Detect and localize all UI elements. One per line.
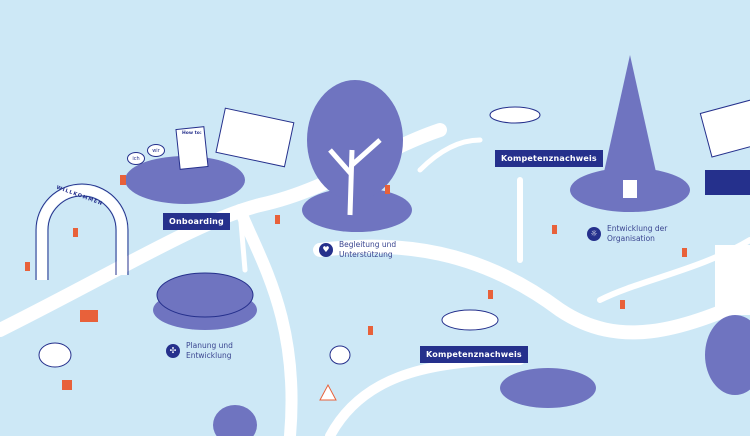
bottom-tree	[213, 405, 257, 436]
pine-tree	[600, 55, 660, 198]
caption-line: Begleitung und	[339, 240, 397, 249]
speech-bubble	[329, 345, 351, 365]
speech-bubble	[38, 342, 72, 368]
speech-bubble-ich: ich	[127, 152, 145, 165]
compass-icon: ✣	[166, 344, 180, 358]
welcome-arch	[37, 185, 127, 280]
mid-platform	[441, 309, 499, 331]
onboarding-ground	[125, 156, 245, 204]
mushroom-ground	[500, 368, 596, 408]
caption-line: Entwicklung	[186, 351, 232, 360]
kompetenznachweis-top-label: Kompetenznachweis	[495, 150, 603, 167]
howto-sheet	[175, 126, 209, 170]
apple-tree	[307, 80, 403, 216]
caption-line: Planung und	[186, 341, 233, 350]
caption-line: Organisation	[607, 234, 655, 243]
kompetenznachweis-mid-label: Kompetenznachweis	[420, 346, 528, 363]
bush	[156, 272, 254, 318]
heart-hand-icon: ♥	[319, 243, 333, 257]
howto-label: How to:	[182, 131, 202, 136]
tree-ground	[302, 188, 412, 232]
right-bush	[705, 315, 750, 395]
caption-line: Unterstützung	[339, 250, 393, 259]
people	[25, 175, 687, 390]
top-platform	[489, 106, 541, 124]
finish-stage	[715, 245, 750, 315]
icons-board	[215, 107, 295, 168]
caption-line: Entwicklung der	[607, 224, 668, 233]
speech-bubble-wir: wir	[147, 144, 165, 157]
lightbulb-icon: ☼	[587, 227, 601, 241]
finish-flag	[705, 170, 750, 195]
onboarding-label: Onboarding	[163, 213, 230, 230]
campfire	[319, 383, 337, 401]
right-board	[699, 97, 750, 158]
